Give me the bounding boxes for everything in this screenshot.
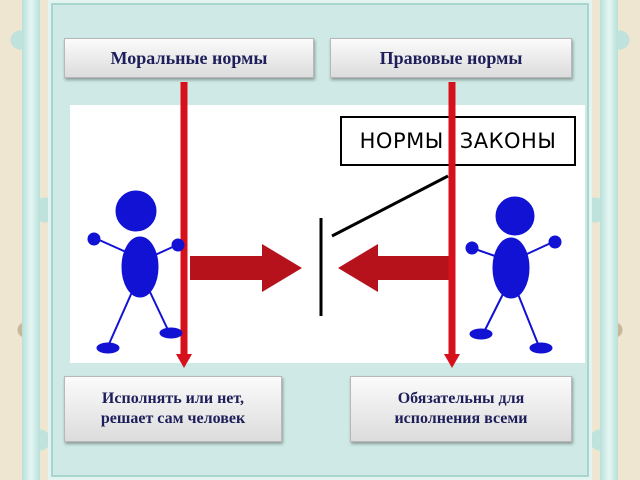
arrow-right: [190, 244, 302, 292]
left-ribbon: [22, 0, 40, 480]
left-red-line: [176, 82, 192, 368]
norms-laws-box: НОРМЫ ЗАКОНЫ: [340, 116, 576, 166]
right-ribbon: [600, 0, 618, 480]
legal-norms-text: Правовые нормы: [379, 47, 523, 68]
right-stick-figure: [465, 196, 562, 354]
laws-word: ЗАКОНЫ: [459, 129, 557, 153]
moral-note-line-2: решает сам человек: [100, 410, 246, 427]
pointer-line: [331, 174, 449, 238]
arrow-left: [338, 244, 450, 292]
legal-norms-label: Правовые нормы: [330, 38, 572, 78]
moral-norms-note: Исполнять или нет, решает сам человек: [64, 376, 282, 442]
legal-norms-note: Обязательны для исполнения всеми: [350, 376, 572, 442]
legal-note-line-1: Обязательны для: [397, 390, 525, 407]
norms-word: НОРМЫ: [359, 129, 444, 153]
moral-norms-label: Моральные нормы: [64, 38, 314, 78]
moral-note-line-1: Исполнять или нет,: [101, 390, 245, 407]
legal-note-line-2: исполнения всеми: [394, 410, 528, 427]
left-stick-figure: [87, 190, 185, 354]
moral-norms-text: Моральные нормы: [110, 47, 268, 68]
right-red-line: [444, 82, 460, 368]
